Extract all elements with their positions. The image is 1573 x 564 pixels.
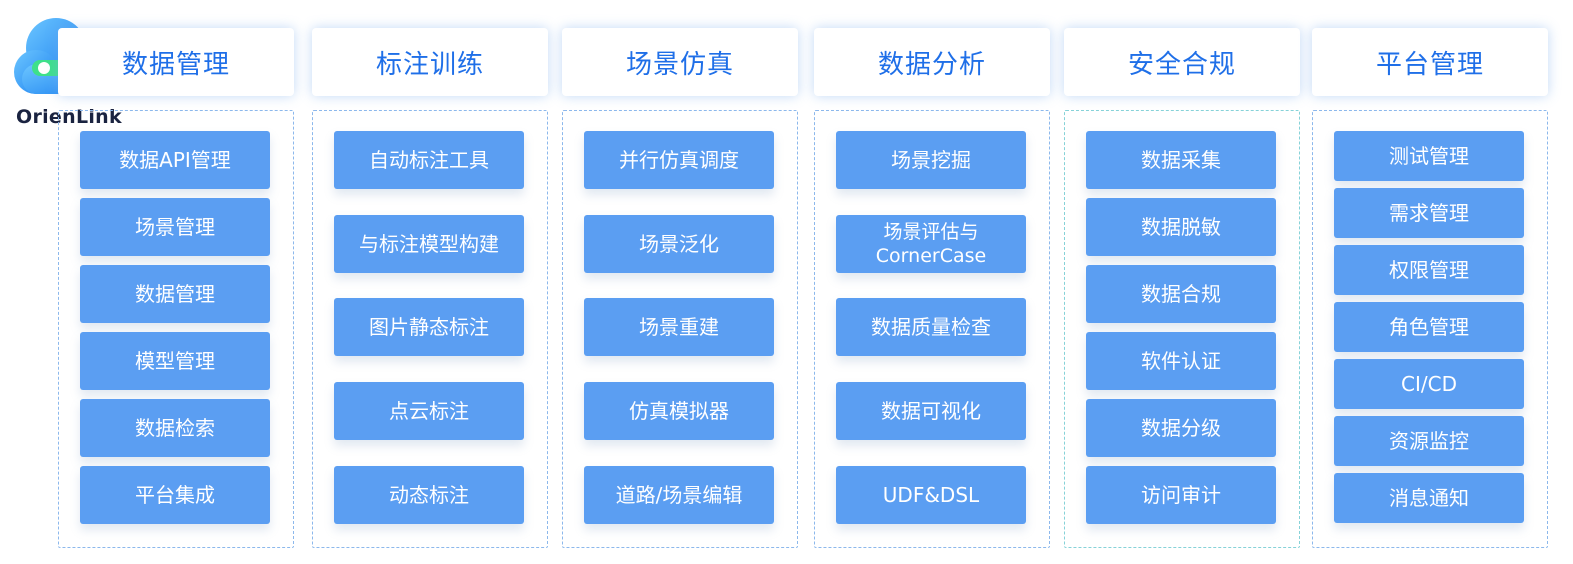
column-title: 数据管理 <box>58 28 294 96</box>
module-item: 场景挖掘 <box>836 131 1026 189</box>
module-item: 数据检索 <box>80 399 270 457</box>
column-box <box>312 110 548 548</box>
module-item: 需求管理 <box>1334 188 1524 238</box>
column-title: 数据分析 <box>814 28 1050 96</box>
module-item: 数据分级 <box>1086 399 1276 457</box>
module-item: 数据API管理 <box>80 131 270 189</box>
module-item: 数据质量检查 <box>836 298 1026 356</box>
column-scene-simulation: 场景仿真 并行仿真调度 场景泛化 场景重建 仿真模拟器 道路/场景编辑 <box>562 0 798 564</box>
column-title: 安全合规 <box>1064 28 1300 96</box>
module-item: 动态标注 <box>334 466 524 524</box>
column-data-management: 数据管理 数据API管理 场景管理 数据管理 模型管理 数据检索 平台集成 <box>58 0 294 564</box>
column-title: 平台管理 <box>1312 28 1548 96</box>
module-item: 权限管理 <box>1334 245 1524 295</box>
module-item: 仿真模拟器 <box>584 382 774 440</box>
column-security-compliance: 安全合规 数据采集 数据脱敏 数据合规 软件认证 数据分级 访问审计 <box>1064 0 1300 564</box>
column-box <box>562 110 798 548</box>
module-item: 场景泛化 <box>584 215 774 273</box>
module-item: 场景评估与 CornerCase <box>836 215 1026 273</box>
module-item: 角色管理 <box>1334 302 1524 352</box>
column-box <box>58 110 294 548</box>
module-item: 数据可视化 <box>836 382 1026 440</box>
module-item: 消息通知 <box>1334 473 1524 523</box>
column-platform-management: 平台管理 测试管理 需求管理 权限管理 角色管理 CI/CD 资源监控 消息通知 <box>1312 0 1548 564</box>
logo-text: OrienLink <box>16 106 122 128</box>
module-item: 点云标注 <box>334 382 524 440</box>
column-data-analysis: 数据分析 场景挖掘 场景评估与 CornerCase 数据质量检查 数据可视化 … <box>814 0 1050 564</box>
column-box <box>814 110 1050 548</box>
module-item: 模型管理 <box>80 332 270 390</box>
module-item: 数据合规 <box>1086 265 1276 323</box>
module-item: 道路/场景编辑 <box>584 466 774 524</box>
module-item: 图片静态标注 <box>334 298 524 356</box>
module-item: 并行仿真调度 <box>584 131 774 189</box>
module-item: 数据采集 <box>1086 131 1276 189</box>
column-title: 标注训练 <box>312 28 548 96</box>
module-item: 数据脱敏 <box>1086 198 1276 256</box>
module-item: 与标注模型构建 <box>334 215 524 273</box>
module-item: 测试管理 <box>1334 131 1524 181</box>
module-item: CI/CD <box>1334 359 1524 409</box>
module-item: 访问审计 <box>1086 466 1276 524</box>
module-item: 数据管理 <box>80 265 270 323</box>
module-item: 资源监控 <box>1334 416 1524 466</box>
column-box <box>1064 110 1300 548</box>
module-item: 软件认证 <box>1086 332 1276 390</box>
column-title: 场景仿真 <box>562 28 798 96</box>
column-annotation-training: 标注训练 自动标注工具 与标注模型构建 图片静态标注 点云标注 动态标注 <box>312 0 548 564</box>
module-item: 场景管理 <box>80 198 270 256</box>
module-item: 场景重建 <box>584 298 774 356</box>
module-item: UDF&DSL <box>836 466 1026 524</box>
column-box <box>1312 110 1548 548</box>
module-item: 平台集成 <box>80 466 270 524</box>
module-item: 自动标注工具 <box>334 131 524 189</box>
